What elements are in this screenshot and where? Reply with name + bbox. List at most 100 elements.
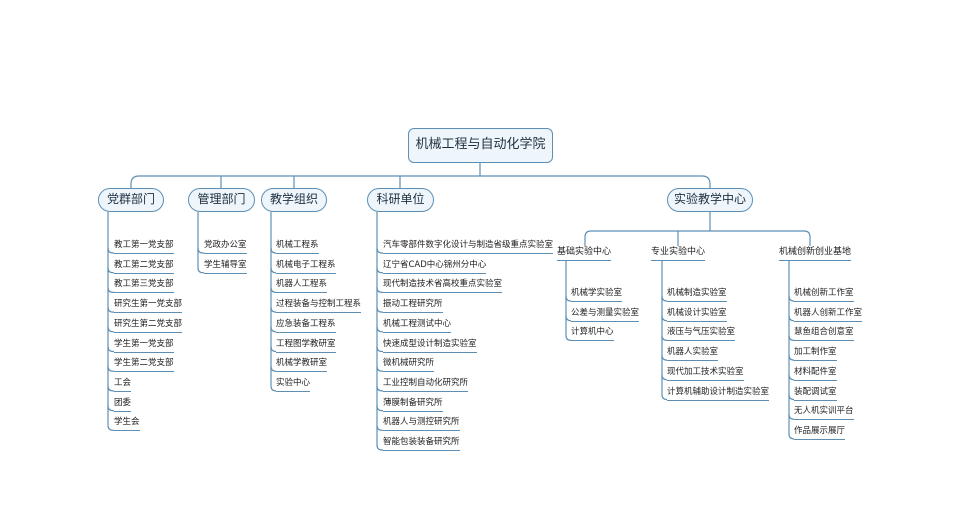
connector [788, 335, 795, 341]
leaf-item: 作品展示展厅 [794, 426, 846, 440]
connector [197, 267, 204, 274]
sub-basic-lab: 基础实验中心 [557, 246, 612, 261]
leaf-item: 薄膜制备研究所 [383, 398, 443, 412]
sub-professional-lab: 专业实验中心 [651, 246, 706, 261]
connector [565, 295, 572, 302]
connector [661, 394, 668, 401]
leaf-item: 辽宁省CAD中心锦州分中心 [383, 260, 487, 274]
connector [107, 287, 114, 293]
leaf-item: 机械工程测试中心 [383, 319, 452, 333]
leaf-item: 加工制作室 [794, 347, 837, 362]
leaf-item: 机器人与测控研究所 [383, 417, 460, 432]
connector [376, 444, 383, 451]
connector [270, 307, 277, 313]
branch-teaching: 教学组织 [261, 188, 327, 212]
leaf-item: 学生辅导室 [204, 260, 247, 274]
leaf-item: 机械设计实验室 [667, 308, 727, 322]
connector [270, 267, 277, 274]
leaf-item: 计算机辅助设计制造实验室 [667, 387, 770, 401]
leaf-item: 应急装备工程系 [276, 319, 336, 333]
leaf-item: 装配调试室 [794, 387, 837, 401]
leaf-item: 无人机实训平台 [794, 406, 854, 421]
connector [107, 307, 114, 313]
connector [107, 405, 114, 412]
connector [701, 175, 711, 188]
leaf-item: 机械工程系 [276, 240, 319, 254]
connector [584, 230, 592, 246]
connector [197, 247, 204, 254]
leaf-item: 机械学教研室 [276, 358, 328, 373]
leaf-item: 机器人创新工作室 [794, 308, 863, 322]
leaf-item: 学生第一党支部 [114, 339, 174, 353]
leaf-item: 慧鱼组合创意室 [794, 327, 854, 342]
leaf-item: 汽车零部件数字化设计与制造省级重点实验室 [383, 240, 554, 254]
sub-innovation-base: 机械创新创业基地 [779, 246, 852, 261]
connector [788, 374, 795, 381]
connector [376, 346, 383, 353]
connector [661, 315, 668, 322]
leaf-item: 快速成型设计制造实验室 [383, 339, 477, 353]
connector [270, 287, 277, 293]
leaf-item: 党政办公室 [204, 240, 247, 254]
connector [270, 366, 277, 372]
connector [661, 335, 668, 341]
connector [107, 267, 114, 274]
leaf-item: 公差与测量实验室 [571, 308, 640, 322]
branch-lab-center: 实验教学中心 [667, 188, 753, 212]
connector [270, 247, 277, 254]
connector [788, 433, 795, 440]
connector [107, 425, 114, 431]
connector [661, 295, 668, 302]
leaf-item: 微机械研究所 [383, 358, 435, 373]
leaf-item: 机械制造实验室 [667, 288, 727, 302]
branch-research: 科研单位 [367, 188, 434, 212]
connector [788, 394, 795, 401]
connector [803, 230, 811, 246]
connector [107, 247, 114, 254]
connector [376, 247, 383, 254]
leaf-item: 学生会 [114, 417, 140, 432]
root-node: 机械工程与自动化学院 [408, 128, 553, 163]
connector [107, 385, 114, 392]
leaf-item: 教工第一党支部 [114, 240, 174, 254]
connector [107, 346, 114, 353]
leaf-item: 机器人工程系 [276, 279, 328, 294]
leaf-item: 材料配件室 [794, 367, 837, 381]
leaf-item: 工业控制自动化研究所 [383, 378, 469, 392]
leaf-item: 工会 [114, 378, 132, 392]
leaf-item: 现代加工技术实验室 [667, 367, 744, 381]
leaf-item: 机械学实验室 [571, 288, 623, 302]
leaf-item: 机械电子工程系 [276, 260, 336, 274]
branch-party: 党群部门 [98, 188, 164, 212]
connector [565, 315, 572, 322]
connector [376, 385, 383, 392]
connector [270, 385, 277, 392]
connector [376, 425, 383, 431]
connector [661, 374, 668, 381]
branch-management: 管理部门 [188, 188, 255, 212]
leaf-item: 教工第二党支部 [114, 260, 174, 274]
connector [107, 326, 114, 333]
connector [565, 335, 572, 341]
leaf-item: 过程装备与控制工程系 [276, 299, 362, 314]
connector [270, 326, 277, 333]
leaf-item: 团委 [114, 398, 132, 412]
leaf-item: 智能包装装备研究所 [383, 437, 460, 451]
leaf-item: 计算机中心 [571, 327, 614, 342]
leaf-item: 教工第三党支部 [114, 279, 174, 294]
leaf-item: 液压与气压实验室 [667, 327, 736, 342]
connector [788, 295, 795, 302]
leaf-item: 研究生第二党支部 [114, 319, 183, 333]
connector [788, 315, 795, 322]
leaf-item: 振动工程研究所 [383, 299, 443, 314]
connector [376, 366, 383, 372]
connector [788, 414, 795, 420]
connector [376, 405, 383, 412]
connector [130, 175, 140, 188]
leaf-item: 实验中心 [276, 378, 311, 392]
connector [270, 346, 277, 353]
connector [376, 326, 383, 333]
connector [376, 287, 383, 293]
leaf-item: 学生第二党支部 [114, 358, 174, 373]
